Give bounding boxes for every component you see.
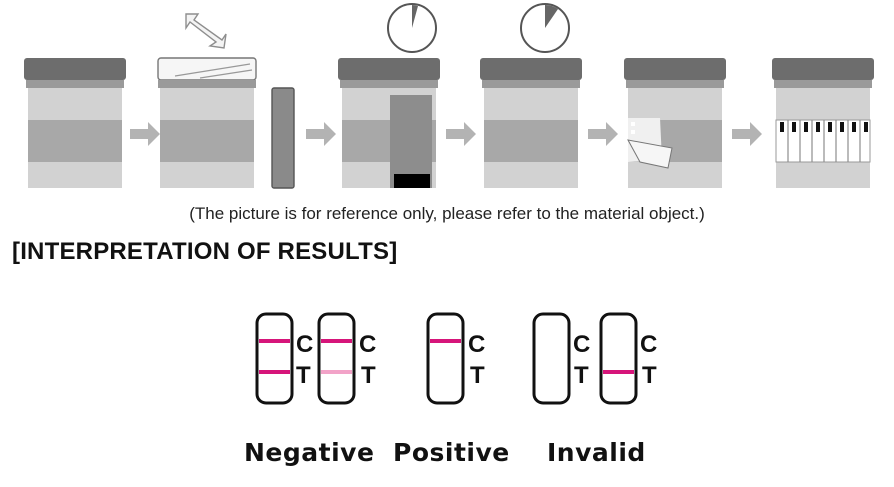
positive-strip: C T: [426, 312, 485, 405]
step-2-open-cup: [157, 13, 295, 189]
result-strips: C T C T C T C T C T: [255, 312, 657, 405]
step-3-timer-cup: [338, 3, 440, 188]
control-label: C: [640, 331, 657, 358]
section-title: [INTERPRETATION OF RESULTS]: [12, 238, 398, 265]
control-line: [259, 339, 290, 343]
arrow-icon: [130, 122, 160, 146]
step-6-read-cup: [772, 58, 874, 188]
result-label-positive: Positive: [393, 438, 510, 467]
arrow-icon: [588, 122, 618, 146]
result-label-invalid: Invalid: [547, 438, 646, 467]
test-label: T: [361, 362, 376, 389]
control-line: [321, 339, 352, 343]
control-label: C: [573, 331, 590, 358]
invalid-strip-2: C T: [599, 312, 657, 405]
dip-arrow-icon: [185, 13, 227, 49]
test-label: T: [574, 362, 589, 389]
test-label: T: [296, 362, 311, 389]
negative-strip-2: C T: [317, 312, 376, 405]
test-label: T: [470, 362, 485, 389]
control-label: C: [468, 331, 485, 358]
test-line: [259, 370, 290, 374]
test-line: [603, 370, 634, 374]
result-label-negative: Negative: [244, 438, 375, 467]
step-1-sealed-cup: [24, 58, 126, 188]
control-line: [430, 339, 461, 343]
control-label: C: [359, 331, 376, 358]
negative-strip-1: C T: [255, 312, 313, 405]
arrow-icon: [732, 122, 762, 146]
test-label: T: [642, 362, 657, 389]
control-label: C: [296, 331, 313, 358]
arrow-icon: [306, 122, 336, 146]
arrow-icon: [446, 122, 476, 146]
reference-caption: (The picture is for reference only, plea…: [189, 204, 705, 223]
test-line-faint: [321, 370, 352, 374]
step-4-wait-cup: [480, 3, 582, 188]
procedure-steps: [24, 3, 874, 189]
invalid-strip-1: C T: [532, 312, 590, 405]
step-5-peel-cup: [624, 58, 726, 188]
